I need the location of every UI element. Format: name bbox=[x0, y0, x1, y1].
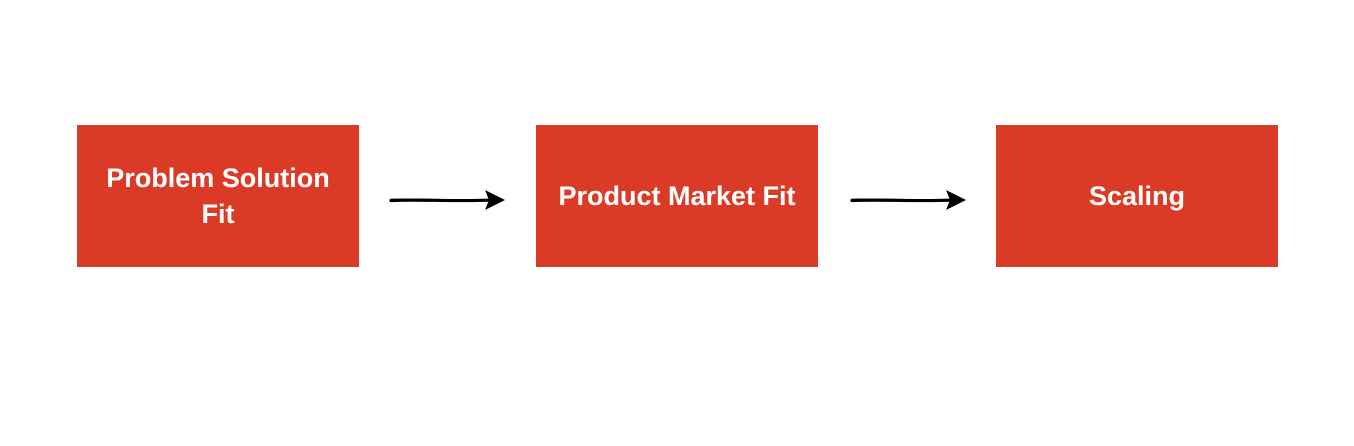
stage-label: Product Market Fit bbox=[558, 181, 796, 211]
right-arrow-icon bbox=[389, 190, 505, 210]
stage-box-scaling: Scaling bbox=[996, 125, 1278, 267]
stage-label: Problem Solution Fit bbox=[106, 163, 330, 229]
stage-label: Scaling bbox=[1088, 181, 1186, 211]
stage-box-problem-solution-fit: Problem Solution Fit bbox=[77, 125, 359, 267]
stage-box-product-market-fit: Product Market Fit bbox=[536, 125, 818, 267]
right-arrow-icon bbox=[850, 190, 966, 210]
